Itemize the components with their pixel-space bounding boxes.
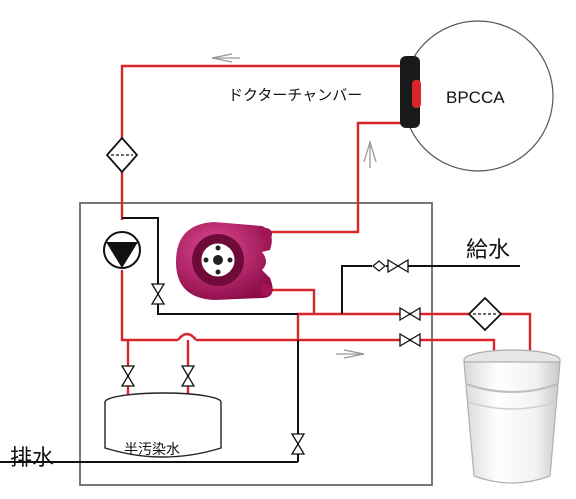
check-valve-icon (372, 260, 386, 272)
pump-icon (103, 231, 141, 269)
semi-dirty-water-label: 半汚染水 (124, 442, 180, 458)
filter-icon (105, 136, 139, 174)
peristaltic-pump-icon (176, 222, 273, 300)
bucket-icon (463, 349, 561, 484)
water-supply-label: 給水 (466, 238, 511, 263)
chamber-block-icon (400, 56, 420, 128)
doctor-chamber-label: ドクターチャンバー (228, 86, 363, 104)
chamber-seal (412, 80, 421, 108)
drain-label: 排水 (10, 446, 55, 471)
flow-arrow-icon (211, 53, 377, 359)
tank-icon (104, 392, 222, 458)
cabinet-frame (79, 202, 433, 486)
bpcca-label: BPCCA (446, 88, 505, 107)
valve-icon (120, 258, 421, 455)
filter-icon (467, 296, 503, 332)
